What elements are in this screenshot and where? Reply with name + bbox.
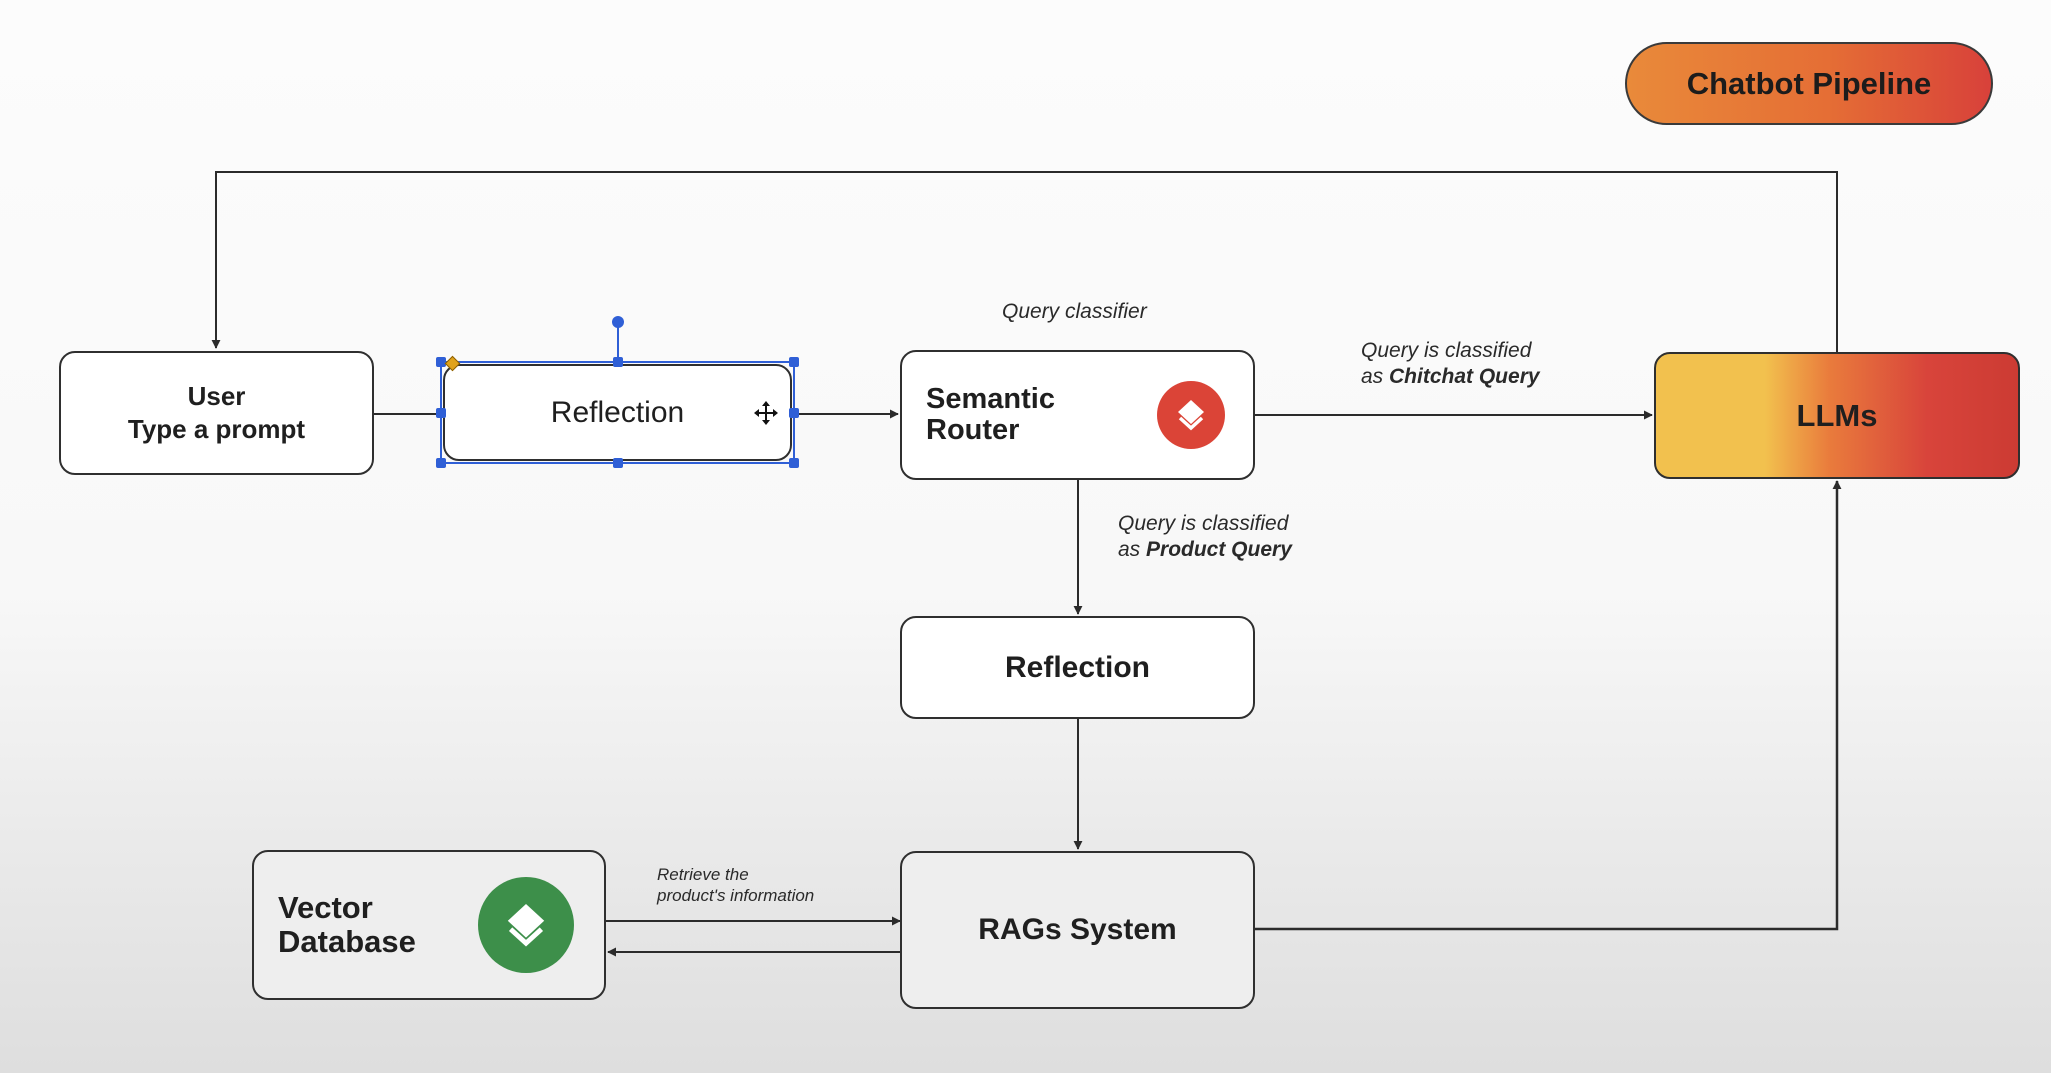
rags-system-node[interactable]: RAGs System <box>900 851 1255 1009</box>
reflection-node[interactable]: Reflection <box>900 616 1255 719</box>
vector-database-node[interactable]: Vector Database <box>252 850 606 1000</box>
retrieve-annotation: Retrieve the product's information <box>657 864 814 906</box>
product-annotation-line1: Query is classified <box>1118 512 1289 535</box>
vector-database-label-line1: Vector <box>278 890 373 925</box>
chitchat-annotation-line1: Query is classified <box>1361 339 1532 362</box>
semantic-router-label-line2: Router <box>926 414 1020 446</box>
reflection-label: Reflection <box>1004 650 1151 684</box>
connector-rags-to-llms <box>1255 480 1842 931</box>
reflection-label: Reflection <box>550 395 685 429</box>
retrieve-annotation-line1: Retrieve the <box>657 865 749 884</box>
semantic-router-node[interactable]: Semantic Router <box>900 350 1255 480</box>
rags-system-label: RAGs System <box>978 913 1177 946</box>
query-classifier-annotation: Query classifier <box>1002 300 1147 323</box>
vector-database-label-line2: Database <box>278 924 416 959</box>
chatbot-pipeline-title: Chatbot Pipeline <box>1625 42 1993 125</box>
chitchat-annotation: Query is classified as Chitchat Query <box>1361 338 1540 390</box>
chitchat-annotation-line2: as Chitchat Query <box>1361 365 1540 388</box>
product-annotation: Query is classified as Product Query <box>1118 511 1292 563</box>
semantic-router-label-line1: Semantic <box>926 383 1055 415</box>
reflection-node-selected[interactable]: Reflection <box>443 364 792 461</box>
user-node[interactable]: User Type a prompt <box>59 351 374 475</box>
llms-node[interactable]: LLMs <box>1654 352 2020 479</box>
layers-icon <box>478 877 574 973</box>
move-cursor-icon <box>754 400 778 425</box>
layers-icon <box>1157 381 1225 449</box>
retrieve-annotation-line2: product's information <box>657 886 815 905</box>
connector-llms-to-user <box>211 171 1838 352</box>
llms-label: LLMs <box>1796 397 1878 433</box>
user-sublabel: Type a prompt <box>127 414 306 444</box>
product-annotation-line2: as Product Query <box>1118 538 1292 561</box>
user-label: User <box>187 381 246 411</box>
